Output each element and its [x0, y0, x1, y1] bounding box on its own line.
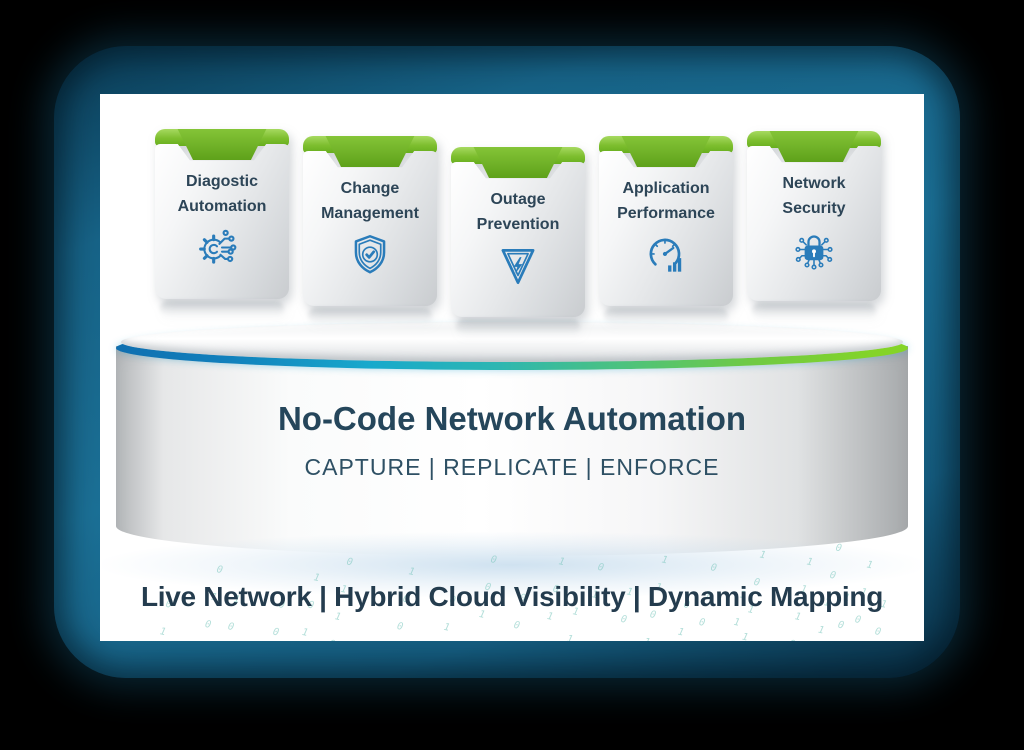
card-reflection: [456, 319, 580, 334]
card-application-performance: Application Performance: [599, 136, 733, 323]
cylinder-title: No-Code Network Automation: [277, 400, 747, 437]
card-body: [599, 151, 733, 306]
card-reflection: [752, 303, 876, 318]
card-body: [155, 144, 289, 299]
card-network-security: Network Security: [747, 131, 881, 318]
gear-circuit-icon: [155, 223, 289, 273]
card-reflection: [160, 301, 284, 316]
warning-bolt-icon: [451, 241, 585, 291]
card-reflection: [308, 308, 432, 323]
content-panel: No-Code Network Automation CAPTURE | REP…: [100, 94, 924, 641]
card-green-tab-notch: [769, 131, 859, 162]
card-green-tab-notch: [621, 136, 711, 167]
card-change-management: Change Management: [303, 136, 437, 323]
card-body: [747, 146, 881, 301]
automation-cylinder: [102, 304, 922, 598]
card-diagostic-automation: Diagostic Automation: [155, 129, 289, 316]
card-title-line2: Performance: [617, 205, 715, 222]
card-green-tab-notch: [177, 129, 267, 160]
cylinder-body: [116, 346, 908, 556]
card-body: [451, 162, 585, 317]
card-title-line2: Automation: [177, 198, 267, 215]
card-title: Network Security: [752, 171, 876, 221]
gauge-chart-icon: [599, 230, 733, 280]
card-title: Diagostic Automation: [160, 169, 284, 219]
card-outage-prevention: Outage Prevention: [451, 147, 585, 334]
card-title-line2: Management: [321, 205, 419, 222]
shield-check-icon: [303, 230, 437, 280]
cylinder-shadow: [102, 532, 922, 598]
card-title-line2: Security: [782, 200, 846, 217]
card-title-line2: Prevention: [476, 216, 560, 233]
card-title-line1: Change: [340, 180, 400, 197]
cylinder-top-cap: [121, 322, 903, 362]
card-title-line1: Network: [782, 175, 846, 192]
card-title: Change Management: [308, 176, 432, 226]
footer-headline: Live Network | Hybrid Cloud Visibility |…: [140, 581, 884, 612]
card-title-line1: Application: [622, 180, 710, 197]
card-title-line1: Outage: [490, 191, 546, 208]
card-title: Outage Prevention: [456, 187, 580, 237]
card-body: [303, 151, 437, 306]
card-green-tab-notch: [325, 136, 415, 167]
card-green-tab-notch: [473, 147, 563, 178]
cylinder-subtitle: CAPTURE | REPLICATE | ENFORCE: [304, 454, 720, 480]
card-reflection: [604, 308, 728, 323]
card-title: Application Performance: [604, 176, 728, 226]
card-title-line1: Diagostic: [185, 173, 258, 190]
lock-circuit-icon: [747, 225, 881, 275]
